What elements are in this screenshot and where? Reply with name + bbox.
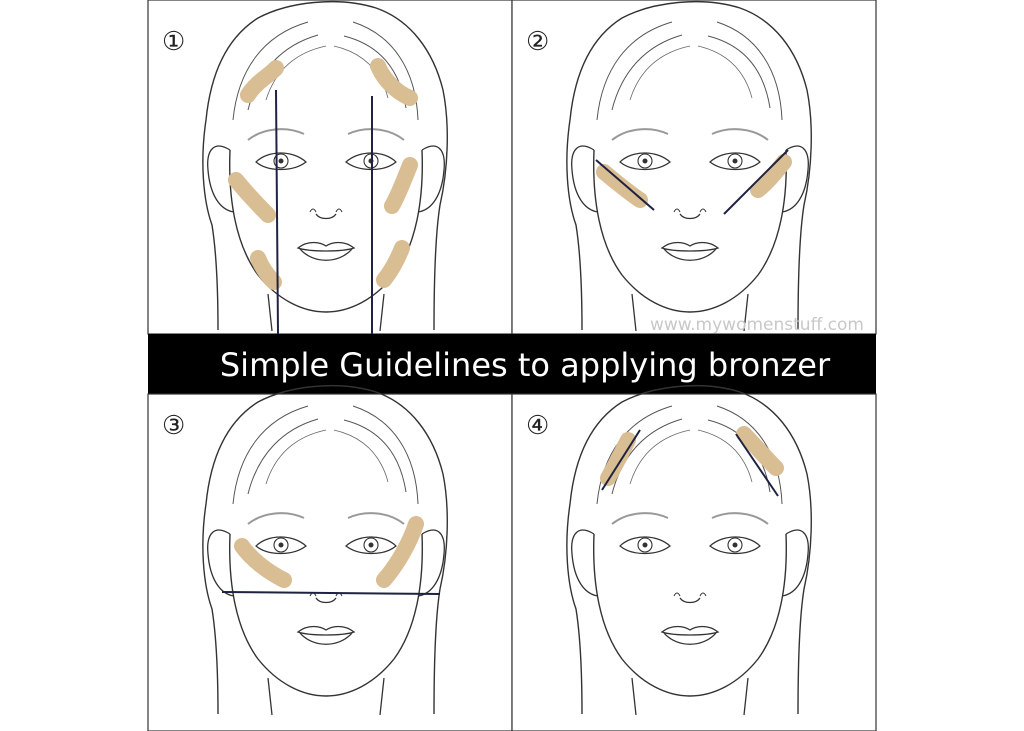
step-number-2: ② [526, 27, 549, 57]
guide-line-right-diagonal [735, 433, 779, 497]
panel-2-frame [511, 0, 877, 335]
caption-bar-background [148, 334, 876, 394]
bronzer-mark-left-cheekbone [234, 538, 292, 588]
bronzer-marks [228, 58, 418, 290]
bronzer-marks [596, 154, 792, 208]
bronzer-mark-right-temple [736, 426, 784, 476]
panel-4: ④ [511, 384, 877, 731]
bronzer-mark-left-cheekbone [596, 164, 648, 208]
step-number-3: ③ [162, 411, 185, 441]
bronzer-mark-right-cheekbone [750, 154, 792, 198]
guide-lines [595, 149, 789, 215]
step-number-4: ④ [526, 411, 549, 441]
guide-line-horizontal [221, 591, 441, 595]
caption-title: Simple Guidelines to applying bronzer [220, 346, 831, 384]
guide-line-left-diagonal [601, 429, 641, 491]
caption-bar: Simple Guidelines to applying bronzer [148, 334, 876, 394]
guide-line-left-diagonal [595, 159, 655, 211]
bronzer-mark-right-jawline [376, 240, 410, 288]
panel-3-frame [147, 393, 513, 731]
bronzer-marks [234, 516, 424, 588]
bronzer-marks [600, 426, 784, 486]
bronzer-mark-left-temple [600, 432, 636, 486]
watermark: www.mywomenstuff.com [650, 315, 864, 335]
panel-1: ① [147, 0, 513, 335]
guide-lines [601, 429, 779, 497]
panel-3: ③ [147, 384, 513, 731]
bronzer-mark-right-cheekbone [376, 516, 424, 588]
guide-line-left-vertical [275, 89, 279, 335]
guide-lines [221, 591, 441, 595]
panel-4-frame [511, 393, 877, 731]
panel-1-frame [147, 0, 513, 335]
guide-lines [275, 89, 373, 335]
bronzer-mark-left-jawline [250, 250, 282, 290]
step-number-1: ① [162, 27, 185, 57]
guide-line-right-diagonal [723, 149, 789, 215]
panel-2: ② www.mywomenstuff.com [511, 0, 877, 335]
bronzer-mark-left-temple [240, 60, 284, 103]
bronzer-mark-right-temple [370, 58, 418, 106]
bronzer-mark-left-cheekbone [228, 172, 276, 223]
bronzer-mark-right-cheekbone [384, 157, 418, 214]
